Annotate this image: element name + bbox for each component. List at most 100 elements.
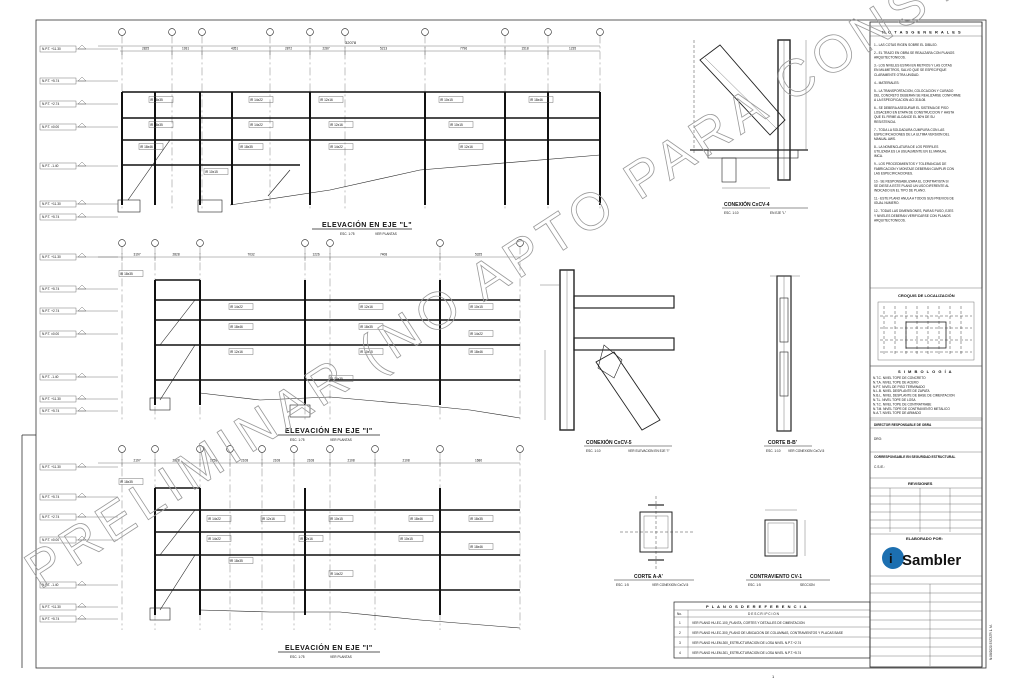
member-label: IR 18x46	[410, 517, 423, 521]
symbol-item: N.B.L. NIVEL DESPLANTE DE BASE DE CIMENT…	[873, 394, 955, 398]
level-tag: N.P.T. ±0.00	[42, 332, 59, 336]
view-ref: VER PLANTAS	[375, 232, 397, 236]
dim-span: 1758	[210, 459, 217, 463]
view-title: ELEVACIÓN EN EJE "I"	[285, 426, 373, 435]
member-label: IR 14x22	[330, 572, 343, 576]
grid-bubble	[306, 28, 314, 36]
ref-row-desc: VER PLANO HU-EC-100_PLANTA, CORTES Y DET…	[692, 621, 805, 625]
member-label: IR 10x15	[450, 123, 463, 127]
note-item: 4.- MATERIALES:	[874, 81, 900, 85]
member-label: IR 10x15	[330, 517, 343, 521]
member-label: IR 12x16	[300, 537, 313, 541]
note-item: INDICADO EN EL TIPO DE PLANO.	[874, 189, 926, 193]
view-scale: ESC. 1:75	[340, 232, 355, 236]
note-item: Y NIVELES DEBERAN VERIFICARSE CON PLANOS	[874, 214, 951, 218]
level-tag: N.P.T. +11.30	[42, 465, 61, 469]
view-ref: SECCION	[800, 583, 815, 587]
page-number: 1	[772, 674, 775, 679]
dim-span: 7796	[460, 47, 467, 51]
grid-bubble	[596, 28, 604, 36]
member-label: IR 18x35	[230, 559, 243, 563]
note-item: QUE EL FIRME ALCANCE EL 80% DE SU	[874, 115, 935, 119]
member-label: IR 14x22	[230, 305, 243, 309]
grid-bubble	[326, 445, 334, 453]
grid-bubble	[151, 239, 159, 247]
grid-bubble	[266, 28, 274, 36]
view-title: ELEVACIÓN EN EJE "L"	[322, 220, 412, 229]
view-scale: ESC. 1:5	[616, 583, 629, 587]
level-tag: N.P.T. +5.74	[42, 617, 59, 621]
level-tag: N.P.T. +2.74	[42, 515, 59, 519]
dim-span: 1235	[569, 47, 576, 51]
level-tag: N.P.T. ±0.00	[42, 125, 59, 129]
notes-title: N O T A S G E N E R A L E S	[882, 30, 962, 35]
note-item: EN MILIMETROS, SALVO QUE SE ESPECIFIQUE	[874, 68, 947, 72]
elaborado-label: ELABORADO POR:	[906, 536, 943, 541]
view-title: CONTRAVIENTO CV-1	[750, 574, 802, 580]
view-title: CONEXIÓN CxCV-5	[586, 438, 632, 446]
croquis-title: CROQUIS DE LOCALIZACIÓN	[898, 293, 955, 298]
ref-row-no: 3	[679, 641, 681, 645]
grid-bubble	[516, 445, 524, 453]
view-scale: ESC. 1:10	[766, 449, 781, 453]
member-label: IR 10x15	[470, 305, 483, 309]
section-b-b: CORTE B-B' ESC. 1:10 VER CONEXION CxCV-5	[764, 275, 825, 453]
view-scale: ESC. 1:75	[290, 438, 305, 442]
note-item: 10.- SE RESPONSABILIZARA EL CONTRATISTA …	[874, 179, 949, 183]
note-item: 8.- LA NOMENCLATURA DE LOS PERFILES	[874, 145, 938, 149]
reference-drawings-table: P L A N O S D E R E F E R E N C I A No. …	[673, 601, 871, 659]
location-sketch	[877, 301, 975, 361]
symbol-item: N.A.T. NIVEL TOPE DE ARMADO	[873, 411, 922, 415]
level-tag: N.P.T. +5.74	[42, 287, 59, 291]
symbol-item: N.T.L. NIVEL TOPE DE LOSA	[873, 398, 916, 402]
grid-bubble	[118, 239, 126, 247]
grid-bubble	[290, 445, 298, 453]
member-label: IR 14x22	[470, 332, 483, 336]
bracing-cv-1: CONTRAVIENTO CV-1 ESC. 1:5 SECCION	[746, 509, 830, 587]
view-title: CORTE B-B'	[768, 440, 797, 446]
member-label: IR 18x46	[140, 145, 153, 149]
symbol-item: N.T.C. NIVEL TOPE DE CONTRATRABE	[873, 402, 931, 406]
note-item: 9.- LOS PROCEDIMIENTOS Y TOLERANCIAS DE	[874, 162, 946, 166]
grid-bubble	[151, 445, 159, 453]
grid-bubbles	[118, 28, 604, 210]
view-ref: EN EJE "L"	[770, 211, 786, 215]
view-scale: ESC. 1:10	[586, 449, 601, 453]
view-ref: VER PLANTAS	[330, 655, 352, 659]
member-label: IR 14x22	[330, 145, 343, 149]
ref-row-no: 4	[679, 651, 681, 655]
note-item: A LA ESPECIFICACION ACI 318-08.	[874, 98, 926, 102]
dro-label: DRO:	[874, 437, 882, 441]
grid-bubble	[118, 445, 126, 453]
note-item: MANUAL AWS.	[874, 137, 896, 141]
member-label: IR 18x35	[330, 377, 343, 381]
title-block: N O T A S G E N E R A L E S 1.- LAS COTA…	[869, 21, 993, 668]
dim-span: 2825	[142, 47, 149, 51]
grid-bubble	[301, 239, 309, 247]
note-item: 2.- EL TRAZO EN OBRA SE REALIZARA CON PL…	[874, 51, 954, 55]
member-label: IR 10x15	[440, 98, 453, 102]
view-ref: VER CONEXION CxCV-5	[788, 449, 825, 453]
member-label: IR 18x35	[470, 517, 483, 521]
dim-span: 2287	[323, 47, 330, 51]
dim-span: 2828	[173, 253, 180, 257]
level-tag: N.P.T. ±0.00	[42, 538, 59, 542]
dim-span: 2108	[403, 459, 410, 463]
dim-span: 4351	[231, 47, 238, 51]
sheet-border	[35, 19, 987, 669]
dim-span: 5213	[380, 47, 387, 51]
dim-span: 5325	[475, 253, 482, 257]
member-label: IR 10x15	[205, 170, 218, 174]
dim-span: 2108	[307, 459, 314, 463]
ref-table-title: P L A N O S D E R E F E R E N C I A	[706, 604, 808, 609]
revisions-title: REVISIONES	[908, 481, 933, 486]
director-label: DIRECTOR RESPONSABLE DE OBRA	[874, 423, 932, 427]
member-label: IR 14x22	[208, 537, 221, 541]
dim-span: 1518	[522, 47, 529, 51]
view-scale: ESC. 1:75	[290, 655, 305, 659]
sambler-logo: i Sambler	[882, 547, 961, 569]
